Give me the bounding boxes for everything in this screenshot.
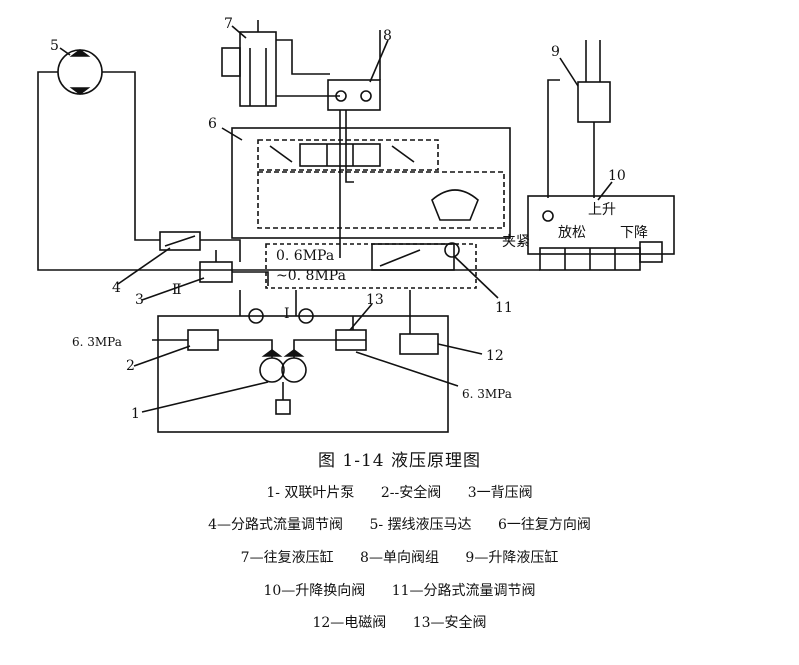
legend-item: 8—单向阀组 — [360, 550, 439, 566]
legend-line-1: 1- 双联叶片泵 2--安全阀 3一背压阀 — [0, 482, 799, 502]
label-11: 11 — [495, 300, 513, 316]
label-up: 上升 — [588, 202, 616, 218]
label-down: 下降 — [620, 225, 648, 241]
label-7: 7 — [224, 16, 233, 32]
legend-item: 11—分路式流量调节阀 — [391, 583, 536, 599]
check-valve-group-8 — [327, 79, 381, 111]
legend-item: 4—分路式流量调节阀 — [208, 517, 343, 533]
pump-station — [157, 315, 449, 433]
legend-item: 3一背压阀 — [467, 485, 533, 501]
label-5: 5 — [50, 38, 59, 54]
label-13: 13 — [366, 292, 384, 308]
legend-item: 7—往复液压缸 — [240, 550, 334, 566]
flow-regulator-4 — [159, 231, 201, 251]
twin-vane-pump-1 — [259, 357, 285, 383]
label-9: 9 — [551, 44, 560, 60]
reciprocating-cylinder-7 — [239, 31, 277, 107]
legend-item: 9—升降液压缸 — [465, 550, 559, 566]
flow-regulator-11 — [371, 243, 455, 271]
solenoid-valve-12 — [399, 333, 439, 355]
legend-item: 13—安全阀 — [412, 615, 487, 631]
label-1: 1 — [131, 406, 140, 422]
legend-line-3: 7—往复液压缸 8—单向阀组 9—升降液压缸 — [0, 547, 799, 567]
label-6: 6 — [208, 116, 217, 132]
label-10: 10 — [608, 168, 626, 184]
legend-item: 1- 双联叶片泵 — [266, 485, 355, 501]
label-4: 4 — [112, 280, 121, 296]
legend-item: 6一往复方向阀 — [498, 517, 591, 533]
back-pressure-valve-3 — [199, 261, 233, 283]
hydraulic-schematic: 5 7 8 6 9 10 4 3 11 13 2 12 1 6. 3MPa 6.… — [37, 16, 675, 433]
label-3: 3 — [135, 292, 144, 308]
legend-item: 2--安全阀 — [380, 485, 442, 501]
pressure-right: 6. 3MPa — [462, 387, 512, 401]
label-12: 12 — [486, 348, 504, 364]
legend-item: 5- 摆线液压马达 — [369, 517, 472, 533]
label-8: 8 — [383, 28, 392, 44]
figure-title: 图 1-14 液压原理图 — [318, 451, 481, 471]
pressure-back-2: ~0. 8MPa — [276, 268, 346, 284]
label-release: 放松 — [558, 225, 586, 241]
reciprocating-valve-6 — [231, 127, 511, 239]
lift-cylinder-9 — [577, 81, 611, 123]
roman-1: Ⅰ — [284, 306, 290, 322]
legend-line-2: 4—分路式流量调节阀 5- 摆线液压马达 6一往复方向阀 — [0, 514, 799, 534]
label-clamp: 夹紧 — [502, 234, 530, 250]
roman-2: Ⅱ — [172, 282, 182, 298]
pressure-left: 6. 3MPa — [72, 335, 122, 349]
legend-line-4: 10—升降换向阀 11—分路式流量调节阀 — [0, 580, 799, 600]
legend-line-5: 12—电磁阀 13—安全阀 — [0, 612, 799, 632]
safety-valve-2 — [187, 329, 219, 351]
legend-item: 12—电磁阀 — [312, 615, 387, 631]
legend-item: 10—升降换向阀 — [263, 583, 366, 599]
label-2: 2 — [126, 358, 135, 374]
pressure-back-1: 0. 6MPa — [276, 248, 334, 264]
